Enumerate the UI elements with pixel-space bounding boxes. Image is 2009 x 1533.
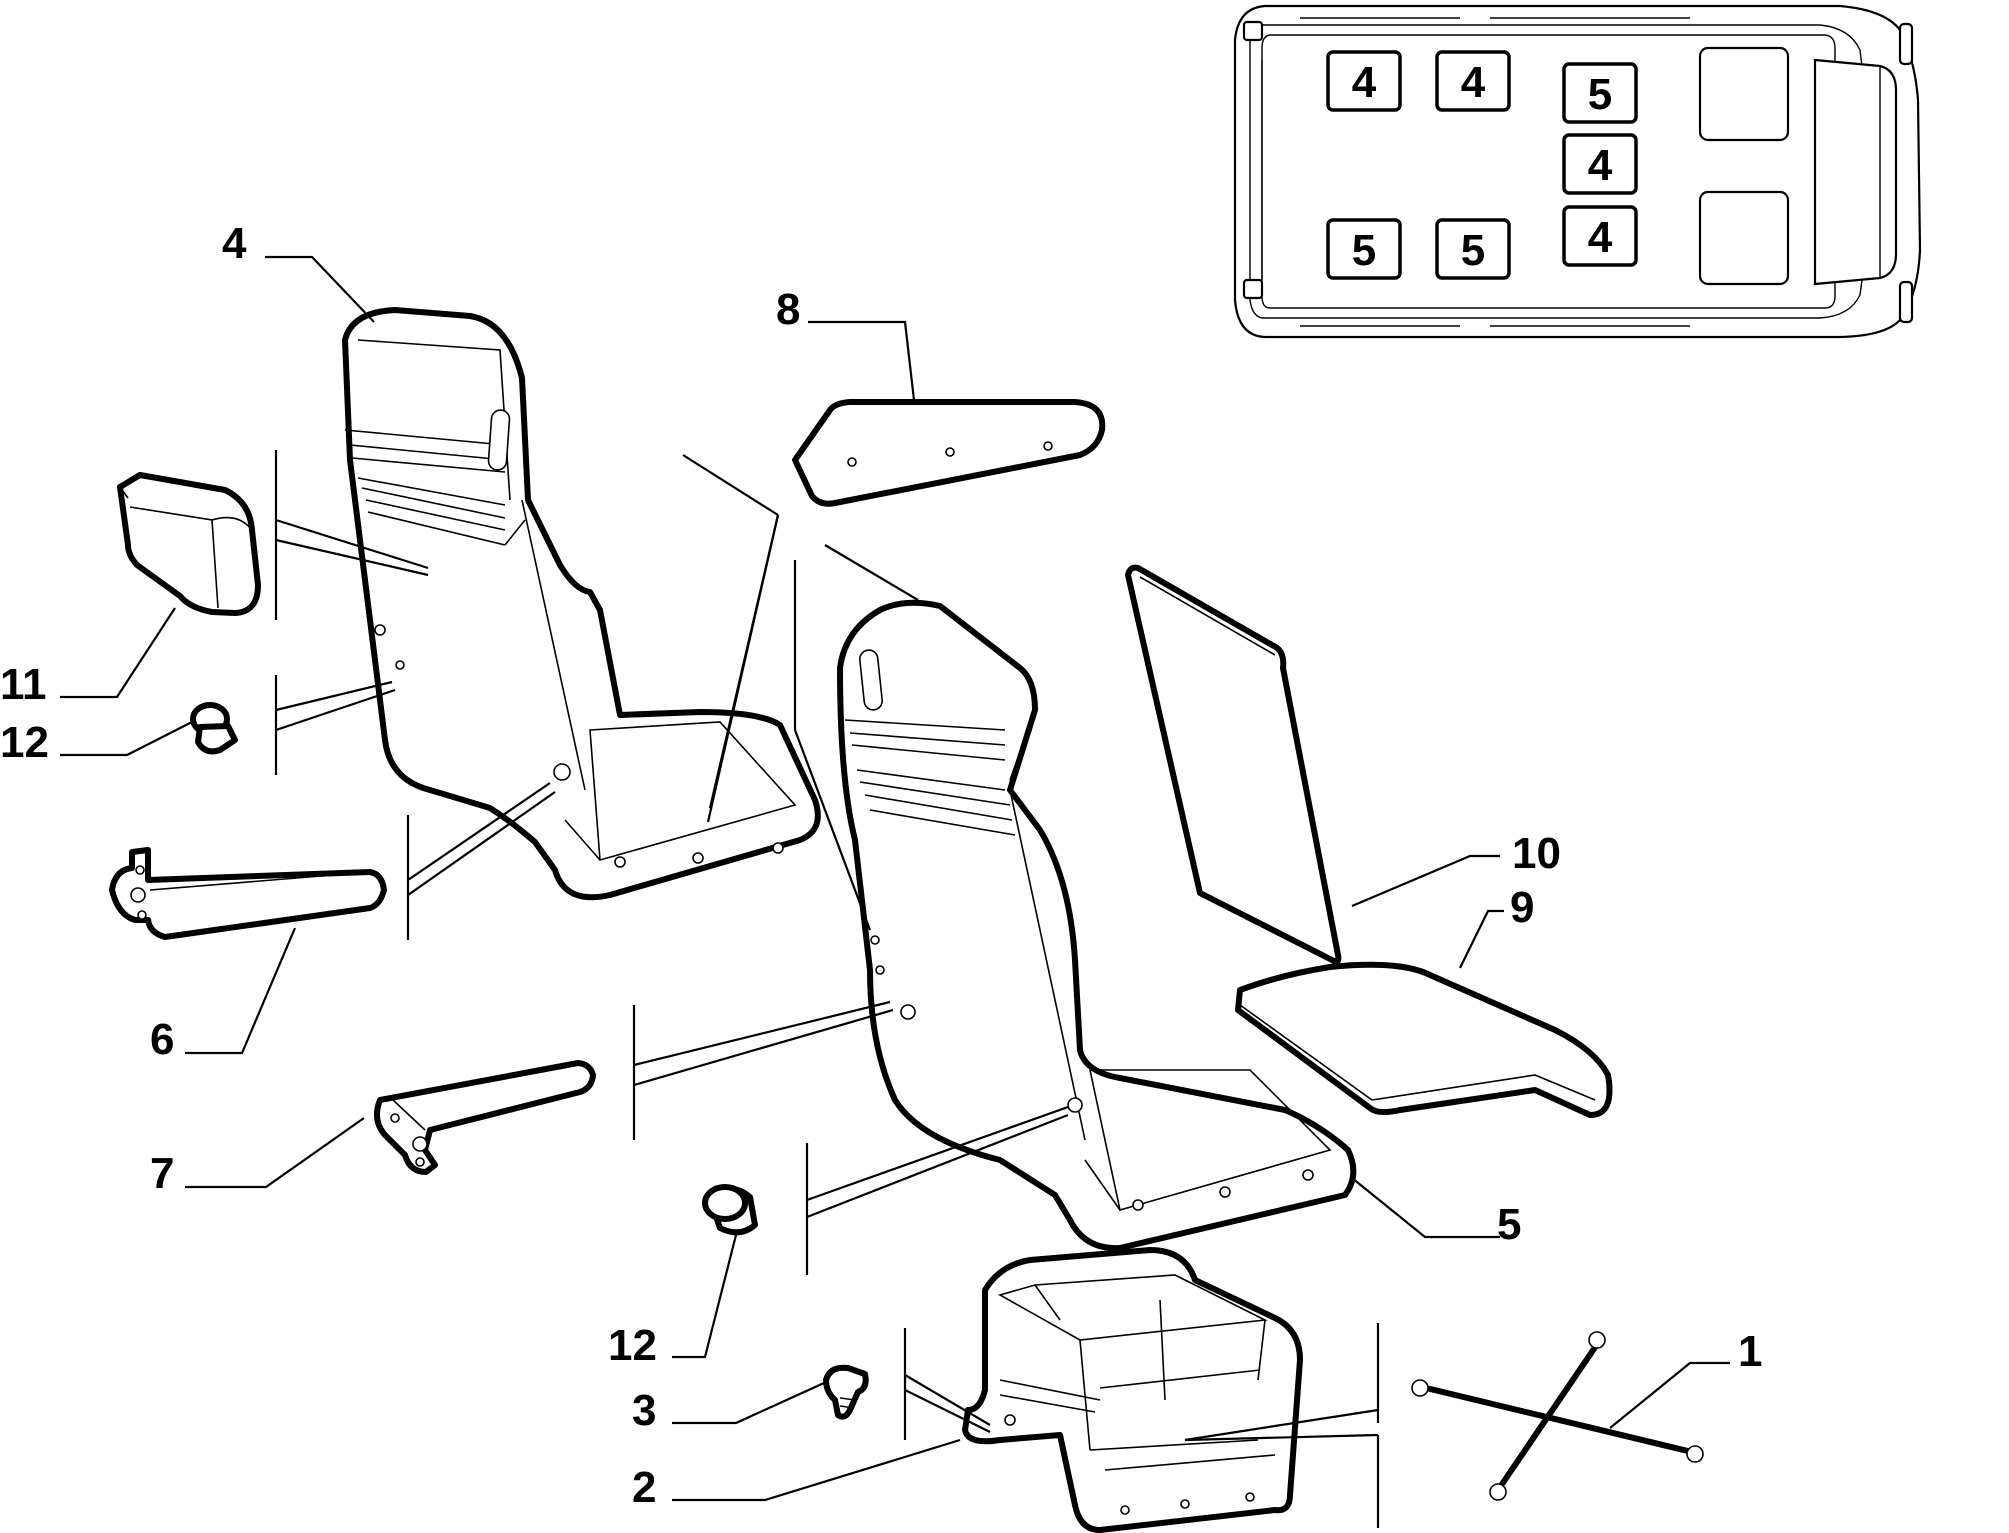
callout-9: 9 [1510, 883, 1534, 932]
storage-box-11 [117, 472, 261, 616]
callout-8: 8 [776, 285, 800, 334]
seat-marker: 4 [1562, 205, 1638, 267]
armrest-pad-8 [792, 399, 1106, 507]
callout-7: 7 [150, 1149, 174, 1198]
callout-5: 5 [1497, 1200, 1521, 1249]
plug-12-upper [190, 702, 238, 755]
cable-set-1 [1411, 1331, 1704, 1501]
callout-12-upper: 12 [0, 718, 49, 767]
seat-marker: 4 [1435, 50, 1511, 112]
svg-text:5: 5 [1588, 70, 1612, 119]
callout-1: 1 [1738, 1327, 1762, 1376]
svg-text:4: 4 [1352, 58, 1377, 107]
seat-marker: 5 [1562, 62, 1638, 124]
leader-lines [60, 255, 1730, 1528]
callout-12-lower: 12 [608, 1321, 657, 1370]
svg-text:5: 5 [1352, 226, 1376, 275]
svg-text:4: 4 [1588, 213, 1613, 262]
bolt-3 [823, 1364, 869, 1420]
callout-6: 6 [150, 1015, 174, 1064]
cap-12-lower [702, 1184, 758, 1236]
svg-text:4: 4 [1461, 58, 1486, 107]
backrest-cushion-10 [1125, 564, 1342, 965]
seat-5 [837, 599, 1357, 1252]
seat-frame-2 [962, 1247, 1303, 1533]
armrest-arm-7 [373, 1060, 596, 1175]
seat-4 [342, 307, 821, 901]
callout-numbers: 4 8 11 12 10 9 6 7 5 12 1 3 2 [0, 219, 1762, 1512]
seat-marker: 4 [1562, 133, 1638, 195]
callout-4: 4 [222, 219, 247, 268]
seat-marker: 4 [1326, 50, 1402, 112]
seat-marker: 5 [1435, 218, 1511, 280]
callout-3: 3 [632, 1386, 656, 1435]
seat-marker: 5 [1326, 218, 1402, 280]
svg-text:5: 5 [1461, 226, 1485, 275]
callout-11: 11 [0, 660, 47, 709]
callout-10: 10 [1512, 829, 1561, 878]
callout-2: 2 [632, 1463, 656, 1512]
seat-cushion-9 [1235, 961, 1613, 1118]
svg-text:4: 4 [1588, 141, 1613, 190]
armrest-arm-6 [109, 847, 387, 940]
seat-layout-markers: 4 4 5 4 5 5 4 [1326, 50, 1638, 280]
